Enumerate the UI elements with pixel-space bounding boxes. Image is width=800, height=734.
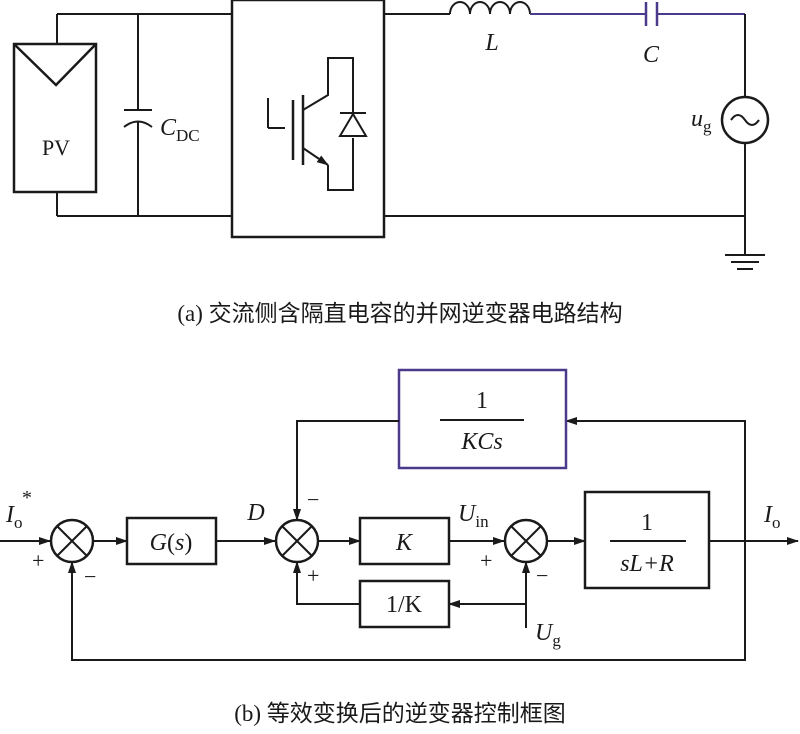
grid-source — [720, 95, 770, 145]
ac-capacitor — [644, 2, 659, 26]
cap-feedback-in — [565, 417, 746, 541]
inv-k-block: 1/K — [358, 579, 451, 629]
sum3-plus-sign: + — [480, 548, 492, 573]
inverter-bridge — [230, 0, 386, 239]
ground-symbol — [725, 254, 765, 270]
sum1-plus-sign: + — [32, 548, 44, 573]
sum2-minus-sign: − — [307, 487, 319, 512]
inv-k-block-label: 1/K — [386, 592, 423, 618]
ac-side: L C ug — [384, 1, 770, 270]
plant-numerator: 1 — [641, 510, 653, 536]
feedback-numerator: 1 — [476, 388, 488, 414]
k-block-label: K — [395, 530, 414, 556]
feedback-denominator: KCs — [460, 429, 502, 455]
d-signal-label: D — [246, 500, 264, 526]
capacitor-label: C — [643, 42, 660, 68]
cap-feedback-out — [293, 420, 399, 521]
inductor — [449, 1, 531, 15]
pv-panel: PV — [12, 14, 98, 216]
output-label: Io — [763, 502, 781, 532]
uin-label: Uin — [458, 501, 489, 531]
gs-block-label: G(s) — [150, 530, 193, 556]
ug-label: Ug — [535, 620, 561, 650]
plant-denominator: sL+R — [620, 551, 674, 577]
sum-junction-1 — [49, 518, 95, 564]
pv-label: PV — [42, 135, 70, 160]
invk-to-sum2 — [293, 561, 360, 605]
sum2-plus-sign: + — [307, 563, 319, 588]
outer-feedback-path — [68, 541, 746, 661]
control-block-diagram: Io * + − G(s) D − + K Uin — [0, 368, 799, 726]
k-block: K — [358, 516, 451, 566]
sum-junction-2 — [274, 518, 320, 564]
cdc-label: CDC — [160, 115, 200, 145]
feedback-block: 1 KCs — [397, 368, 568, 470]
sum3-minus-sign: − — [536, 563, 548, 588]
dc-link-capacitor: CDC — [123, 14, 200, 216]
caption-b: (b) 等效变换后的逆变器控制框图 — [234, 701, 566, 726]
input-ref-label: Io — [5, 502, 23, 532]
sum1-minus-sign: − — [84, 564, 96, 589]
caption-a: (a) 交流侧含隔直电容的并网逆变器电路结构 — [177, 301, 622, 326]
inductor-label: L — [484, 30, 498, 56]
grid-voltage-label: ug — [691, 106, 712, 136]
sum-junction-3 — [503, 518, 549, 564]
input-ref-star: * — [22, 487, 32, 509]
circuit-diagram: PV CDC L — [12, 0, 770, 326]
gs-block: G(s) — [125, 516, 218, 566]
plant-block: 1 sL+R — [583, 490, 711, 590]
